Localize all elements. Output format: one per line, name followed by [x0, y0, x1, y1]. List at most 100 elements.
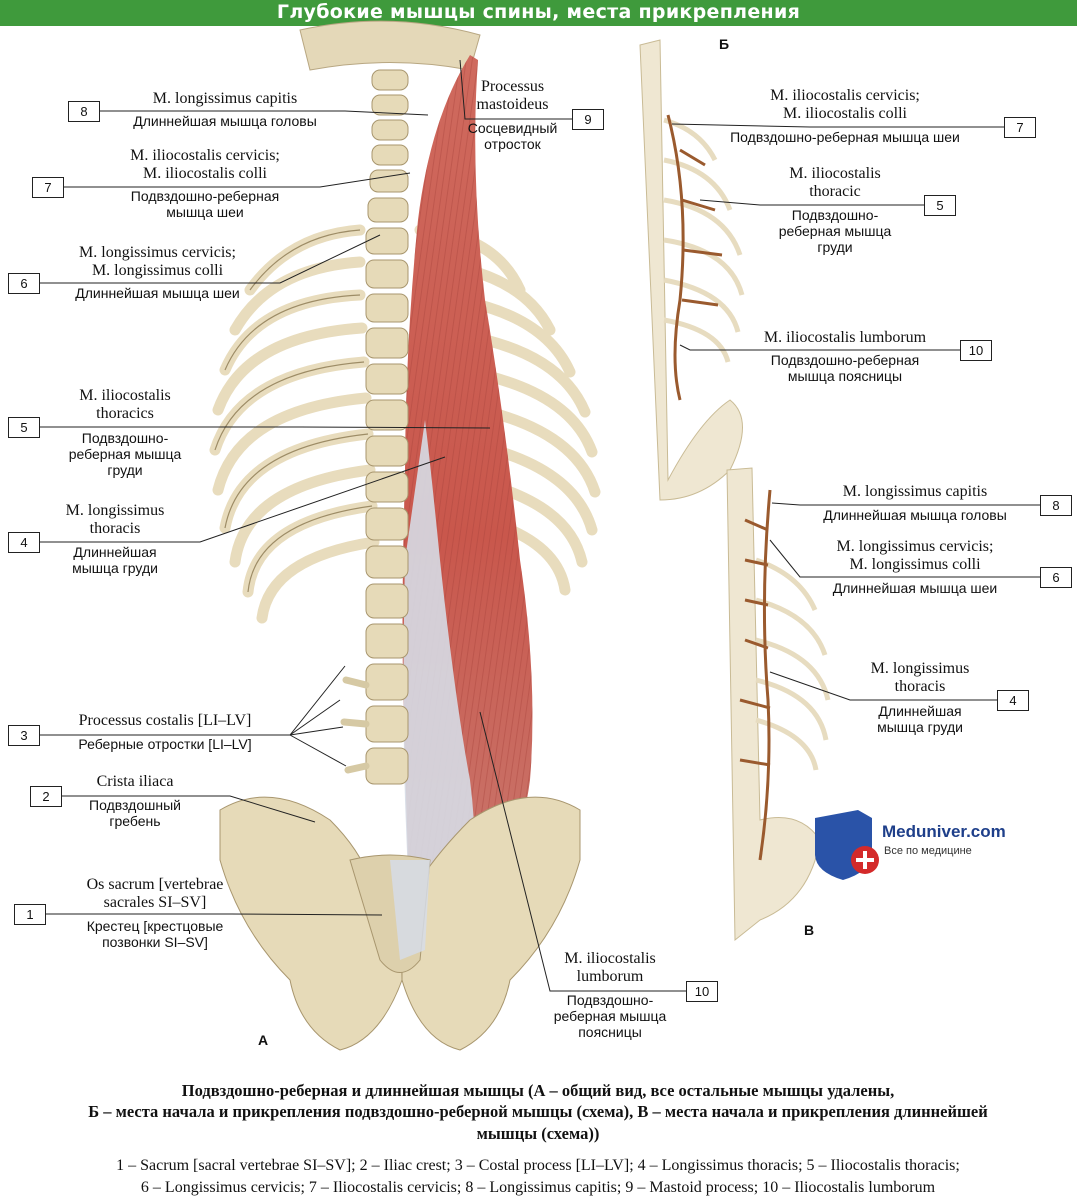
label-iliocostalis-thoracis-latin-2: thoracics	[96, 405, 154, 422]
label-iliocostalis-lumborum-latin-1: M. iliocostalis	[564, 950, 656, 967]
label-b-iliocostalis-lumborum-latin: M. iliocostalis lumborum	[763, 329, 927, 346]
label-v-longissimus-thoracis-ru-2: мышца груди	[877, 719, 963, 735]
callout-number-3: 3	[8, 725, 40, 746]
panel-v-figure	[726, 467, 831, 942]
callout-b-number-10: 10	[960, 340, 992, 361]
lumbar-tendon	[403, 420, 475, 930]
label-longissimus-cervicis-ru: Длиннейшая мышца шеи	[75, 285, 240, 301]
label-v-longissimus-thoracis-latin-1: M. longissimus	[870, 660, 970, 677]
label-v-longissimus-thoracis-latin-2: thoracis	[894, 678, 946, 695]
callout-b-number-5: 5	[924, 195, 956, 216]
label-iliocostalis-lumborum-ru-3: поясницы	[578, 1024, 642, 1040]
label-os-sacrum-ru-2: позвонки SI–SV]	[102, 934, 208, 950]
label-os-sacrum-latin-1: Os sacrum [vertebrae	[86, 876, 224, 893]
caption-line-2: Б – места начала и прикрепления подвздош…	[88, 1102, 988, 1122]
label-iliocostalis-cervicis-ru-1: Подвздошно-реберная	[130, 188, 280, 204]
callout-number-6: 6	[8, 273, 40, 294]
callout-number-1: 1	[14, 904, 46, 925]
callout-number-8: 8	[68, 101, 100, 122]
sacral-tendon	[390, 860, 430, 960]
callout-number-7: 7	[32, 177, 64, 198]
label-processus-mastoideus-latin-1: Processus	[480, 78, 545, 95]
label-v-longissimus-thoracis-ru-1: Длиннейшая	[878, 703, 962, 719]
logo-subtitle: Все по медицине	[884, 845, 972, 857]
caption-line-1: Подвздошно-реберная и длиннейшая мышцы (…	[181, 1081, 895, 1100]
label-crista-iliaca-ru-2: гребень	[109, 813, 161, 829]
label-iliocostalis-lumborum-latin-2: lumborum	[576, 968, 644, 985]
logo-title: Meduniver.com	[882, 822, 1006, 841]
caption-line-3: мышцы (схема))	[476, 1123, 600, 1143]
ribs-left-outline	[214, 229, 373, 593]
spine-vertebrae	[365, 69, 409, 785]
costal-processes	[340, 676, 370, 774]
label-processus-costalis-ru: Реберные отростки [LI–LV]	[78, 736, 252, 752]
label-b-iliocostalis-cervicis-latin-1: M. iliocostalis cervicis;	[770, 87, 920, 104]
title-bar: Глубокие мышцы спины, места прикрепления	[0, 0, 1077, 26]
callout-v-number-4: 4	[997, 690, 1029, 711]
callout-number-5: 5	[8, 417, 40, 438]
callout-v-number-8: 8	[1040, 495, 1072, 516]
label-iliocostalis-lumborum-ru-1: Подвздошно-	[566, 992, 654, 1008]
logo-shield	[815, 810, 879, 880]
label-v-longissimus-capitis-latin: M. longissimus capitis	[842, 483, 988, 500]
label-crista-iliaca-ru-1: Подвздошный	[89, 797, 181, 813]
label-iliocostalis-thoracis-latin-1: M. iliocostalis	[79, 387, 171, 404]
leader-lines-b	[671, 123, 1004, 351]
callout-number-4: 4	[8, 532, 40, 553]
callout-number-9: 9	[572, 109, 604, 130]
panel-label-a: А	[258, 1032, 269, 1048]
site-logo[interactable]: Meduniver.com Все по медицине	[812, 812, 1052, 882]
label-longissimus-capitis-latin: M. longissimus capitis	[152, 90, 298, 107]
legend-line-2: 6 – Longissimus cervicis; 7 – Iliocostal…	[140, 1178, 936, 1196]
label-b-iliocostalis-lumborum-ru-2: мышца поясницы	[787, 368, 903, 384]
panel-label-b: Б	[719, 36, 730, 52]
label-v-longissimus-capitis-ru: Длиннейшая мышца головы	[823, 507, 1007, 523]
panel-b-figure	[639, 39, 745, 501]
callout-number-2: 2	[30, 786, 62, 807]
label-b-iliocostalis-thoracic-latin-2: thoracic	[809, 183, 861, 200]
label-b-iliocostalis-cervicis-ru: Подвздошно-реберная мышца шеи	[730, 129, 960, 145]
label-longissimus-thoracis-ru-2: мышца груди	[72, 560, 158, 576]
label-iliocostalis-thoracis-ru-3: груди	[107, 462, 143, 478]
label-longissimus-capitis-ru: Длиннейшая мышца головы	[133, 113, 317, 129]
callout-number-10: 10	[686, 981, 718, 1002]
label-iliocostalis-cervicis-latin-1: M. iliocostalis cervicis;	[130, 147, 280, 164]
label-iliocostalis-cervicis-latin-2: M. iliocostalis colli	[143, 165, 267, 182]
skull-base	[299, 20, 481, 71]
label-iliocostalis-thoracis-ru-1: Подвздошно-	[81, 430, 169, 446]
panel-a-figure	[209, 20, 601, 1051]
callout-v-number-6: 6	[1040, 567, 1072, 588]
figure-legend: 1 – Sacrum [sacral vertebrae SI–SV]; 2 –…	[4, 1155, 1072, 1198]
label-processus-mastoideus-latin-2: mastoideus	[476, 96, 549, 113]
label-processus-mastoideus-ru-2: отросток	[484, 136, 541, 152]
label-b-iliocostalis-thoracic-latin-1: M. iliocostalis	[789, 165, 881, 182]
callout-b-number-7: 7	[1004, 117, 1036, 138]
label-v-longissimus-cervicis-ru: Длиннейшая мышца шеи	[832, 580, 998, 596]
label-b-iliocostalis-thoracic-ru-3: груди	[817, 239, 853, 255]
label-v-longissimus-cervicis-latin-2: M. longissimus colli	[849, 556, 981, 573]
label-processus-mastoideus-ru-1: Сосцевидный	[467, 120, 558, 136]
label-crista-iliaca-latin: Crista iliaca	[96, 773, 174, 790]
label-b-iliocostalis-lumborum-ru-1: Подвздошно-реберная	[770, 352, 920, 368]
label-iliocostalis-thoracis-ru-2: реберная мышца	[68, 446, 182, 462]
label-b-iliocostalis-thoracic-ru-1: Подвздошно-	[791, 207, 879, 223]
label-iliocostalis-lumborum-ru-2: реберная мышца	[553, 1008, 667, 1024]
label-longissimus-thoracis-latin-2: thoracis	[89, 520, 141, 537]
figure-caption: Подвздошно-реберная и длиннейшая мышцы (…	[4, 1080, 1072, 1144]
page-title: Глубокие мышцы спины, места прикрепления	[276, 1, 801, 23]
label-longissimus-thoracis-latin-1: M. longissimus	[65, 502, 165, 519]
label-os-sacrum-latin-2: sacrales SI–SV]	[103, 894, 207, 911]
label-b-iliocostalis-thoracic-ru-2: реберная мышца	[778, 223, 892, 239]
leader-lines-a	[38, 59, 686, 992]
panel-label-v: В	[804, 922, 815, 938]
label-longissimus-thoracis-ru-1: Длиннейшая	[73, 544, 157, 560]
label-os-sacrum-ru-1: Крестец [крестцовые	[86, 918, 224, 934]
label-b-iliocostalis-cervicis-latin-2: M. iliocostalis colli	[783, 105, 907, 122]
legend-line-1: 1 – Sacrum [sacral vertebrae SI–SV]; 2 –…	[116, 1157, 960, 1174]
label-processus-costalis-latin: Processus costalis [LI–LV]	[78, 712, 252, 729]
leader-lines-v	[769, 502, 1040, 701]
label-v-longissimus-cervicis-latin-1: M. longissimus cervicis;	[836, 538, 994, 555]
label-iliocostalis-cervicis-ru-2: мышца шеи	[166, 204, 244, 220]
label-longissimus-cervicis-latin-1: M. longissimus cervicis;	[79, 244, 236, 261]
